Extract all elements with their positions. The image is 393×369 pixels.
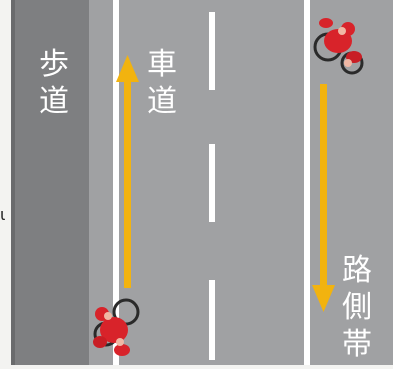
roadway-label-char: 車 [147,47,177,82]
sidewalk-label-char: 道 [39,84,69,119]
sidewalk-area [14,0,89,365]
cyclist-icon [93,298,140,356]
shoulder-label: 路 側 帯 [339,252,375,363]
center-dashed-line [209,12,215,360]
shoulder-label-char: 路 [342,253,372,288]
shoulder-label-char: 帯 [342,327,372,362]
roadway-label: 車 道 [144,46,180,120]
sidewalk-edge [11,0,15,365]
arrow-down-icon [312,84,335,312]
arrow-up-icon [116,55,139,288]
right-shoulder-line [304,0,310,365]
shoulder-label-char: 側 [342,290,372,325]
sidewalk-label: 歩 道 [36,46,72,120]
sidewalk-label-char: 歩 [39,47,69,82]
roadway-label-char: 道 [147,84,177,119]
left-shoulder-line [113,0,119,365]
edge-text-fragment: ι [0,205,6,224]
cyclist-icon [313,18,364,75]
